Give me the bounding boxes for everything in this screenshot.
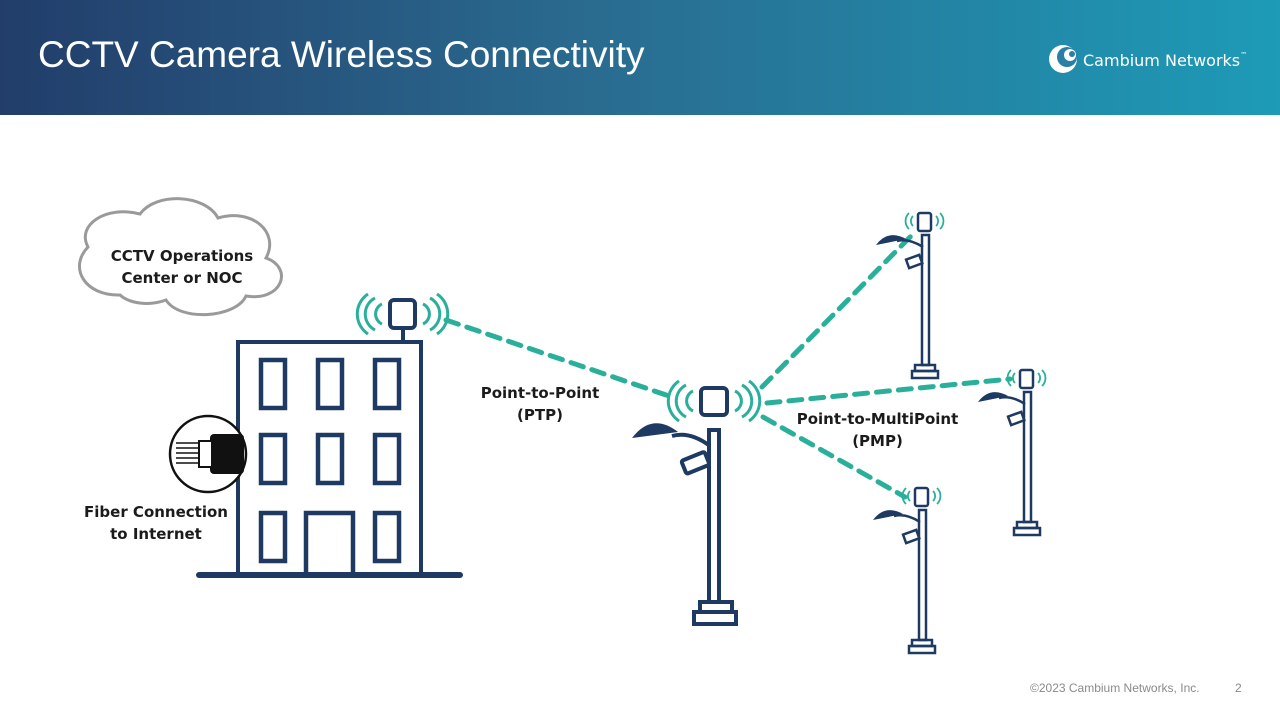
fiber-cable-icon: [168, 414, 248, 494]
remote-pole-right: [976, 368, 1047, 537]
pmp-label-line2: (PMP): [852, 432, 903, 450]
ptp-label-line2: (PTP): [517, 406, 563, 424]
ptp-label: Point-to-Point (PTP): [470, 382, 610, 426]
wireless-radio-icon: [355, 292, 450, 336]
pmp-label-line1: Point-to-MultiPoint: [796, 410, 959, 428]
copyright-text: ©2023 Cambium Networks, Inc.: [1030, 681, 1200, 695]
cloud-label-line2: Center or NOC: [121, 269, 243, 287]
remote-pole-bottom: [871, 486, 942, 655]
brand-name-text: Cambium Networks: [1083, 51, 1241, 70]
brand-trademark: ™: [1240, 51, 1248, 59]
pmp-label: Point-to-MultiPoint (PMP): [795, 408, 960, 452]
cloud-label-line1: CCTV Operations: [110, 247, 254, 265]
fiber-label-line1: Fiber Connection: [84, 503, 228, 521]
ptp-label-line1: Point-to-Point: [480, 384, 600, 402]
cloud-label: CCTV Operations Center or NOC: [104, 245, 260, 289]
slide-title: CCTV Camera Wireless Connectivity: [38, 34, 645, 75]
cambium-logo-icon: [1049, 45, 1077, 73]
fiber-label: Fiber Connection to Internet: [76, 501, 236, 545]
office-building-icon: [196, 328, 463, 578]
pmp-links: [759, 229, 1013, 500]
ptp-link: [443, 317, 675, 400]
cloud-icon: [77, 197, 283, 317]
slide-number: 2: [1235, 681, 1242, 695]
street-lamp-camera-icon: [632, 379, 762, 626]
brand-name: Cambium Networks™: [1083, 51, 1247, 70]
fiber-label-line2: to Internet: [110, 525, 202, 543]
